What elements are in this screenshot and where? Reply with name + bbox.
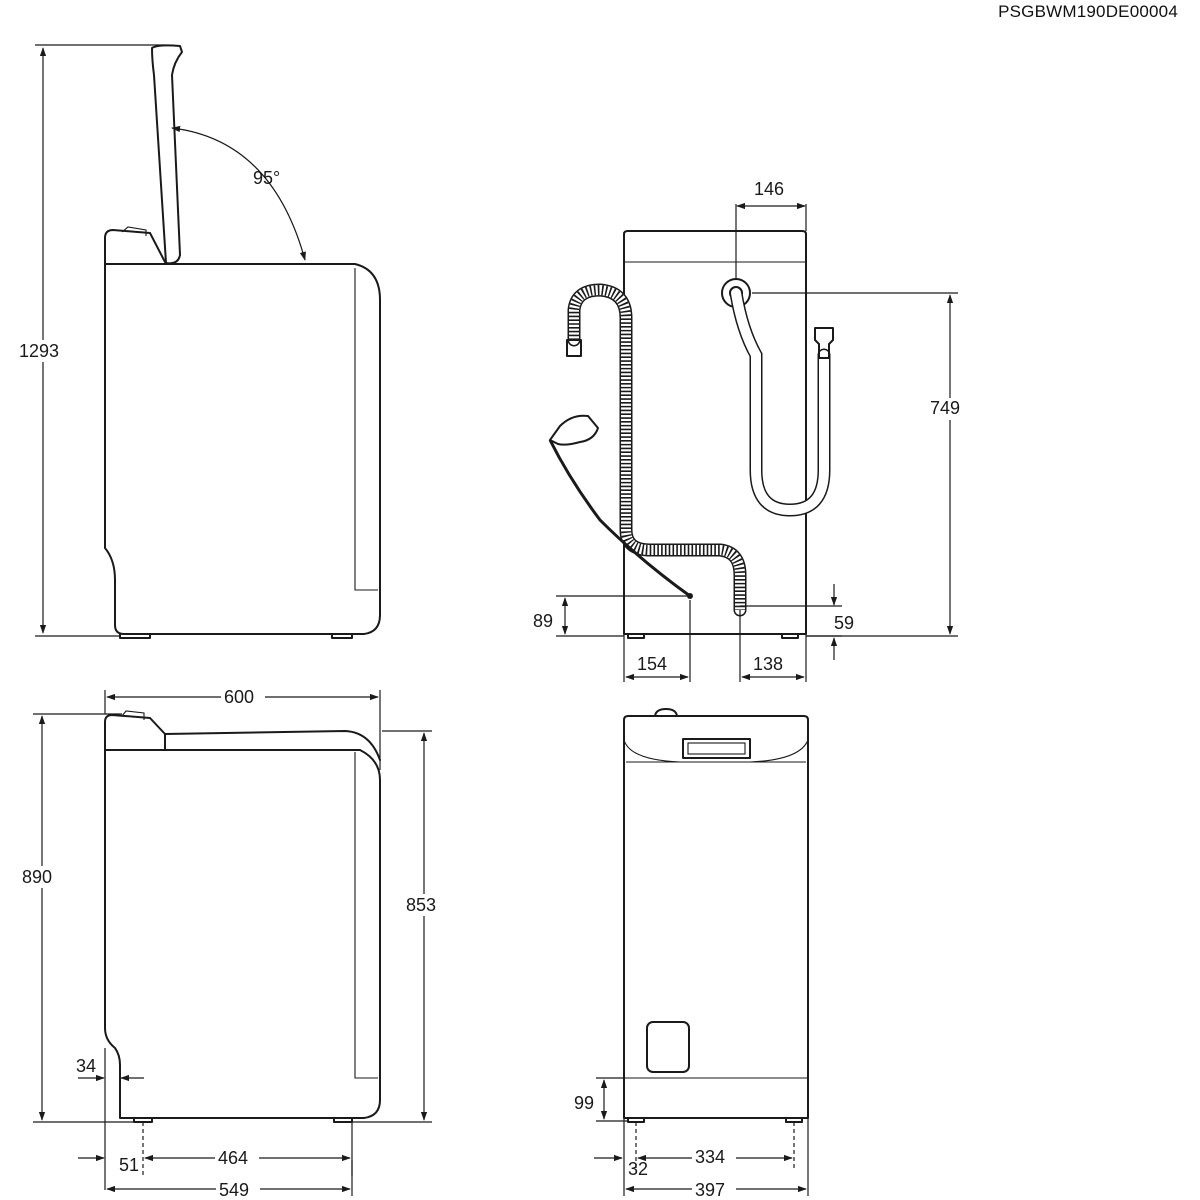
inlet-height-label: 749 <box>930 398 960 418</box>
overall-height-label: 1293 <box>19 341 59 361</box>
machine-body-outline <box>104 710 381 1123</box>
open-lid <box>151 44 183 265</box>
inlet-hose <box>721 278 834 517</box>
foot-side-offset-label: 32 <box>628 1159 648 1179</box>
power-cable <box>548 414 693 599</box>
rear-body-outline <box>623 230 807 639</box>
drain-offset-label: 138 <box>753 654 783 674</box>
foot-front-offset-label: 51 <box>119 1155 139 1175</box>
foot-spacing-label: 334 <box>695 1147 725 1167</box>
drain-hose <box>566 283 747 617</box>
height-body-label: 853 <box>406 895 436 915</box>
foot-spacing-label: 464 <box>218 1148 248 1168</box>
drain-height-label: 59 <box>834 613 854 633</box>
cable-height-label: 89 <box>533 611 553 631</box>
side-view-lid-closed: 600 890 853 34 51 464 549 <box>20 686 448 1200</box>
rear-view: 146 749 89 59 154 138 <box>533 179 972 682</box>
width-label: 397 <box>695 1180 725 1200</box>
lid-angle-label: 95° <box>253 168 280 188</box>
document-code: PSGBWM190DE00004 <box>998 2 1178 21</box>
machine-body-outline <box>104 226 381 639</box>
side-view-lid-open: 95° 1293 <box>18 44 381 639</box>
cable-offset-label: 154 <box>637 654 667 674</box>
front-view: 99 32 334 397 <box>574 708 809 1200</box>
inlet-offset-label: 146 <box>754 179 784 199</box>
width-label: 600 <box>224 687 254 707</box>
foot-height-label: 99 <box>574 1093 594 1113</box>
plinth-recess-label: 34 <box>76 1056 96 1076</box>
height-total-label: 890 <box>22 867 52 887</box>
front-body-outline <box>623 708 809 1123</box>
depth-label: 549 <box>219 1180 249 1200</box>
lid-angle-arc <box>171 125 306 261</box>
